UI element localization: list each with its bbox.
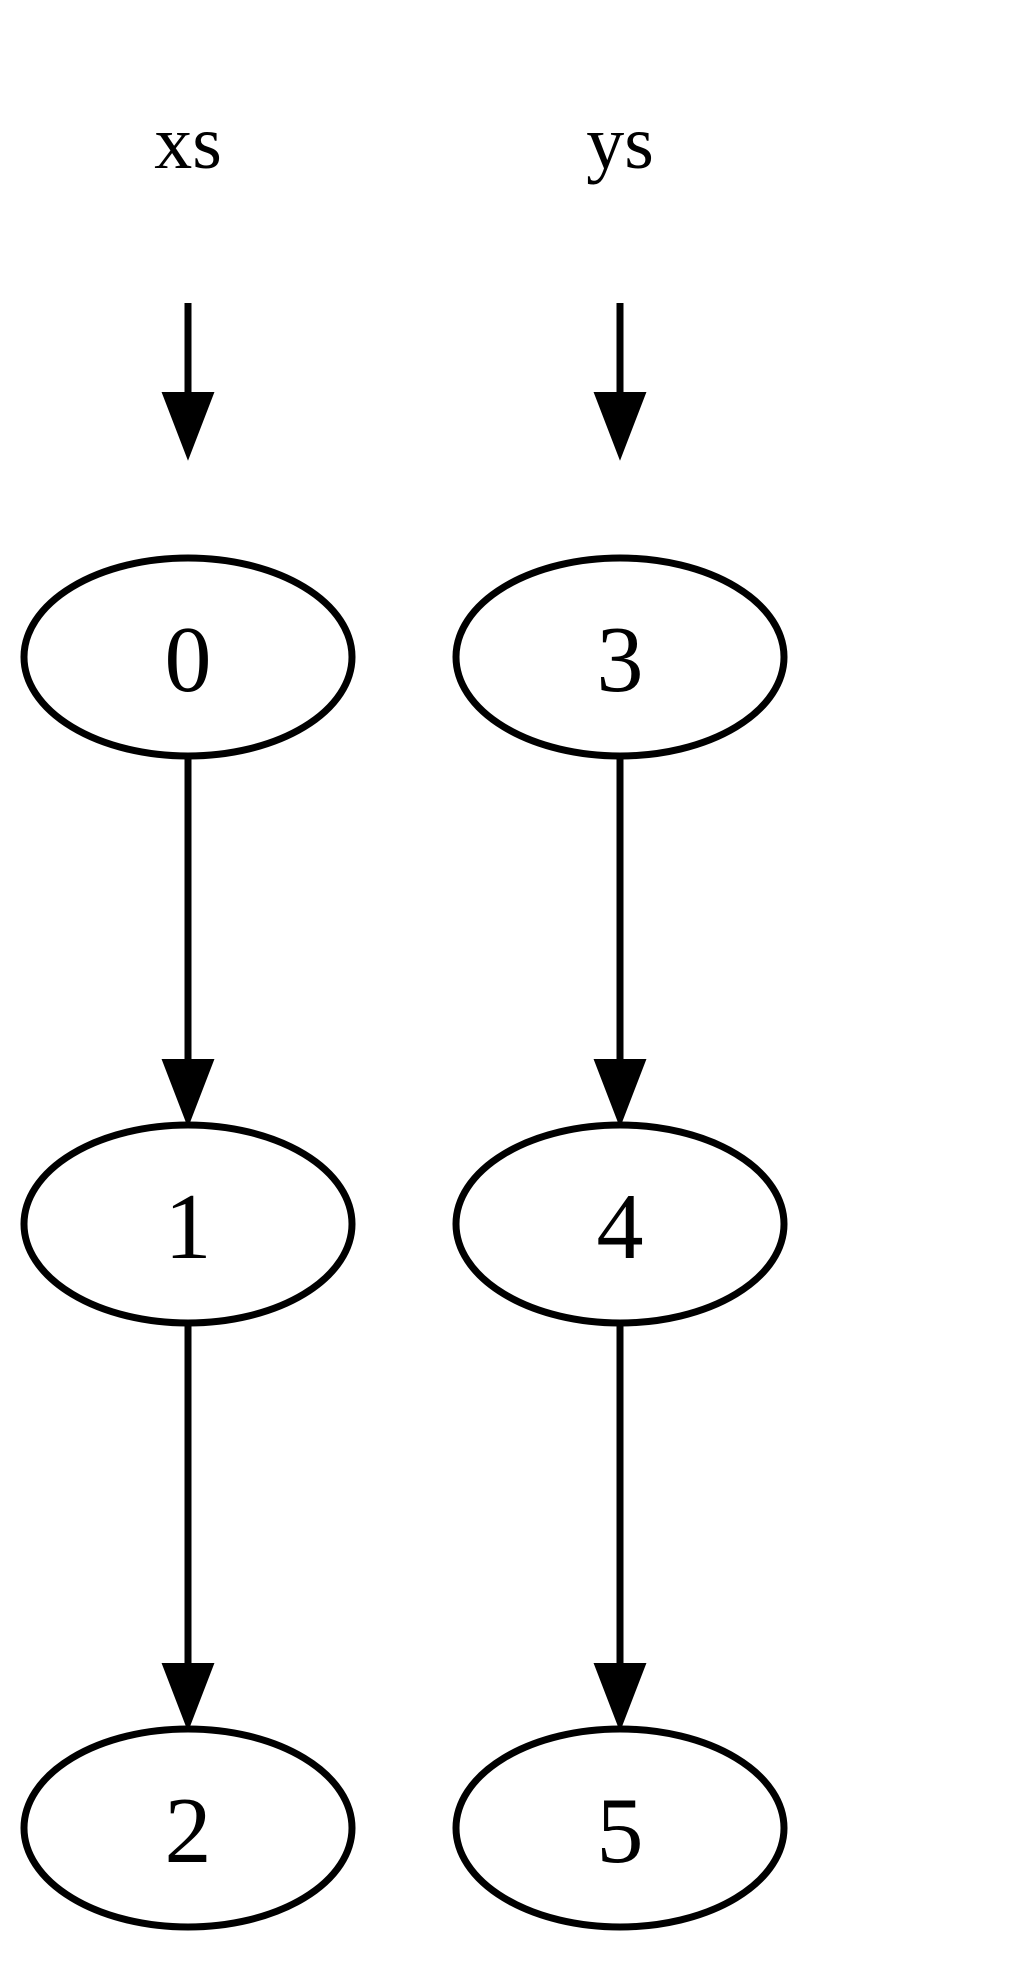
edge-ys-to-3: [593, 303, 647, 461]
node-5[interactable]: 5: [452, 1725, 788, 1931]
edge-xs-to-0: [161, 303, 215, 461]
edge-1-to-2: [161, 1324, 215, 1732]
arrowhead-icon: [593, 1059, 647, 1128]
node-2[interactable]: 2: [20, 1725, 356, 1931]
edge-4-to-5: [593, 1324, 647, 1732]
node-label: 0: [165, 608, 212, 712]
arrowhead-icon: [161, 1059, 215, 1128]
arrowhead-icon: [593, 392, 647, 461]
node-ellipse[interactable]: [452, 554, 788, 760]
node-4[interactable]: 4: [452, 1121, 788, 1327]
node-1[interactable]: 1: [20, 1121, 356, 1327]
edge-3-to-4: [593, 757, 647, 1128]
node-label: 1: [165, 1175, 212, 1279]
node-0[interactable]: 0: [20, 554, 356, 760]
node-ellipse[interactable]: [20, 1121, 356, 1327]
node-ellipse[interactable]: [20, 554, 356, 760]
node-label: 3: [597, 608, 644, 712]
node-3[interactable]: 3: [452, 554, 788, 760]
node-ellipse[interactable]: [452, 1121, 788, 1327]
arrowhead-icon: [161, 392, 215, 461]
node-label: 4: [597, 1175, 644, 1279]
node-ellipse[interactable]: [452, 1725, 788, 1931]
column-label-ys: ys: [586, 101, 654, 185]
edge-0-to-1: [161, 757, 215, 1128]
column-label-xs: xs: [154, 101, 222, 185]
arrowhead-icon: [593, 1663, 647, 1732]
node-ellipse[interactable]: [20, 1725, 356, 1931]
node-label: 2: [165, 1779, 212, 1883]
arrowhead-icon: [161, 1663, 215, 1732]
node-label: 5: [597, 1779, 644, 1883]
